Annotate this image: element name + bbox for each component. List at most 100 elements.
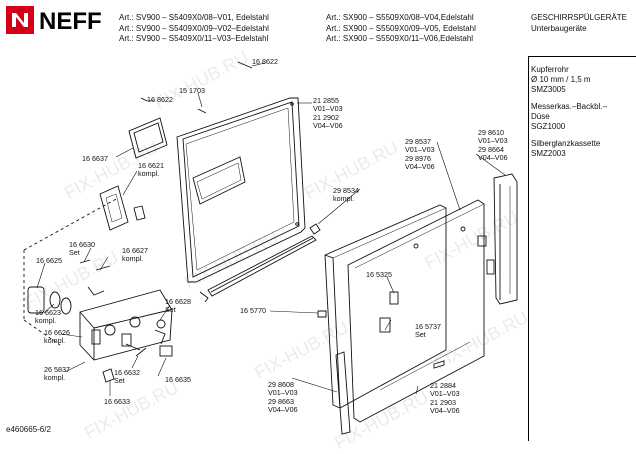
part-number: 16 6628: [165, 297, 191, 306]
brand-text: NEFF: [39, 8, 102, 34]
accessory-spec: Düse: [531, 112, 550, 121]
variant-range: V04–V06: [313, 120, 343, 130]
part-callout: 21 2884 V01–V03 21 2903 V04–V06: [430, 381, 460, 415]
leader-lines: [36, 62, 506, 396]
filter-frame: [128, 117, 168, 159]
cover-clip: [102, 368, 115, 383]
sidebar-top-rule: [528, 56, 636, 57]
accessory-code: SMZ3005: [531, 85, 566, 94]
accessory-item: Messerkas.–Backbl.– Düse SGZ1000: [531, 102, 633, 132]
part-callout: 16 6627 kompl.: [122, 246, 148, 264]
accessory-item: Silberglanzkassette SMZ2003: [531, 139, 633, 159]
part-number: 16 6632: [114, 368, 140, 377]
part-qualifier: kompl.: [138, 169, 160, 179]
part-callout: 16 5770: [240, 306, 266, 315]
part-number: 29 8608: [268, 380, 294, 389]
part-number: 15 1703: [179, 86, 205, 95]
part-callout: 16 6632 Set: [114, 368, 140, 386]
screws: [140, 61, 253, 114]
part-callout: 29 8610 V01–V03 29 8664 V04–V06: [478, 128, 508, 162]
part-callout: 15 1703: [179, 86, 205, 95]
part-callout: 29 8608 V01–V03 29 8663 V04–V06: [268, 380, 298, 414]
accessory-code: SGZ1000: [531, 122, 566, 131]
part-number: 29 8537: [405, 137, 431, 146]
part-number: 16 6633: [104, 397, 130, 406]
part-callout: 16 6630 Set: [69, 240, 95, 258]
side-trim-strip: [493, 173, 518, 305]
inner-door-panel: [176, 97, 306, 283]
part-callout: 26 5837 kompl.: [44, 365, 70, 383]
part-callout: 29 8537 V01–V03 29 8976 V04–V06: [405, 137, 435, 171]
variant-range: V01–V03: [405, 145, 435, 155]
door-seal-strip: [207, 223, 321, 297]
part-number: 16 8622: [147, 95, 173, 104]
accessory-spec: Ø 10 mm / 1,5 m: [531, 75, 591, 84]
part-number: 21 2902: [313, 112, 339, 122]
category-title: GESCHIRRSPÜLGERÄTE: [531, 13, 628, 22]
part-callout: 16 6633: [104, 397, 130, 406]
part-qualifier: Set: [69, 248, 80, 258]
accessory-list: Kupferrohr Ø 10 mm / 1,5 m SMZ3005 Messe…: [531, 65, 633, 166]
category-label: GESCHIRRSPÜLGERÄTE Unterbaugeräte: [531, 13, 627, 34]
variant-range: V04–V06: [430, 405, 460, 415]
part-callout: 16 6623 kompl.: [35, 308, 61, 326]
part-callout: 29 8534 kompl.: [333, 186, 359, 204]
document-id: e460665-6/2: [6, 425, 51, 434]
part-qualifier: kompl.: [333, 194, 355, 204]
small-bracket: [91, 329, 101, 345]
article-line: Art.: SV900 – S5409X0/09–V02–Edelstahl: [119, 23, 269, 33]
part-qualifier: kompl.: [122, 254, 144, 264]
part-number: 16 6627: [122, 246, 148, 255]
article-line: Art.: SX900 – S5509X0/11–V06,Edelstahl: [326, 34, 474, 43]
part-number: 16 5737: [415, 322, 441, 331]
article-line: Art.: SV900 – S5409X0/08–V01, Edelstahl: [119, 13, 269, 22]
part-callout: 16 6621 kompl.: [138, 161, 164, 179]
part-number: 16 6621: [138, 161, 164, 170]
front-decor-panel: [347, 199, 485, 423]
accessory-name: Silberglanzkassette: [531, 139, 601, 148]
variant-range: V01–V03: [268, 388, 298, 398]
part-number: 29 8663: [268, 396, 294, 406]
variant-range: V01–V03: [430, 389, 460, 399]
part-number: 26 5837: [44, 365, 70, 374]
accessory-code: SMZ2003: [531, 149, 566, 158]
part-number: 29 8976: [405, 153, 431, 163]
variant-range: V04–V06: [478, 152, 508, 162]
part-number: 16 6626: [44, 328, 70, 337]
outer-door-panel: [324, 204, 447, 409]
part-number: 16 6635: [165, 375, 191, 384]
part-callout: 16 6626 kompl.: [44, 328, 70, 346]
part-qualifier: kompl.: [44, 373, 66, 383]
part-number: 16 6637: [82, 154, 108, 163]
part-number: 16 5325: [366, 270, 392, 279]
part-callout: 16 6628 Set: [165, 297, 191, 315]
article-list-sv900: Art.: SV900 – S5409X0/08–V01, Edelstahl …: [119, 13, 269, 45]
part-callout: 16 6625: [36, 256, 62, 265]
part-number: 16 8622: [252, 57, 278, 66]
part-qualifier: kompl.: [35, 316, 57, 326]
part-callout: 16 5325: [366, 270, 392, 279]
part-qualifier: Set: [415, 330, 426, 340]
part-number: 16 5770: [240, 306, 266, 315]
panel-hardware: [317, 226, 495, 369]
article-line: Art.: SX900 – S5509X0/08–V04,Edelstahl: [326, 13, 474, 22]
neff-logo: NEFF: [6, 6, 110, 35]
category-subtitle: Unterbaugeräte: [531, 23, 587, 33]
variant-range: V04–V06: [268, 404, 298, 414]
part-number: 29 8534: [333, 186, 359, 195]
part-callout: 16 6637: [82, 154, 108, 163]
part-callout: 16 5737 Set: [415, 322, 441, 340]
part-number: 16 6630: [69, 240, 95, 249]
part-number: 29 8664: [478, 144, 504, 154]
variant-range: V01–V03: [478, 136, 508, 146]
dispenser-cover: [99, 185, 146, 231]
accessory-name: Messerkas.–Backbl.–: [531, 102, 608, 111]
exploded-parts-drawing: [23, 61, 518, 435]
part-number: 29 8610: [478, 128, 504, 137]
article-line: Art.: SV900 – S5409X0/11–V03–Edelstahl: [119, 34, 269, 43]
article-line: Art.: SX900 – S5509X0/09–V05, Edelstahl: [326, 23, 476, 33]
dosing-parts: [27, 259, 209, 357]
part-number: 21 2884: [430, 381, 456, 390]
part-qualifier: kompl.: [44, 336, 66, 346]
variant-range: V01–V03: [313, 104, 343, 114]
